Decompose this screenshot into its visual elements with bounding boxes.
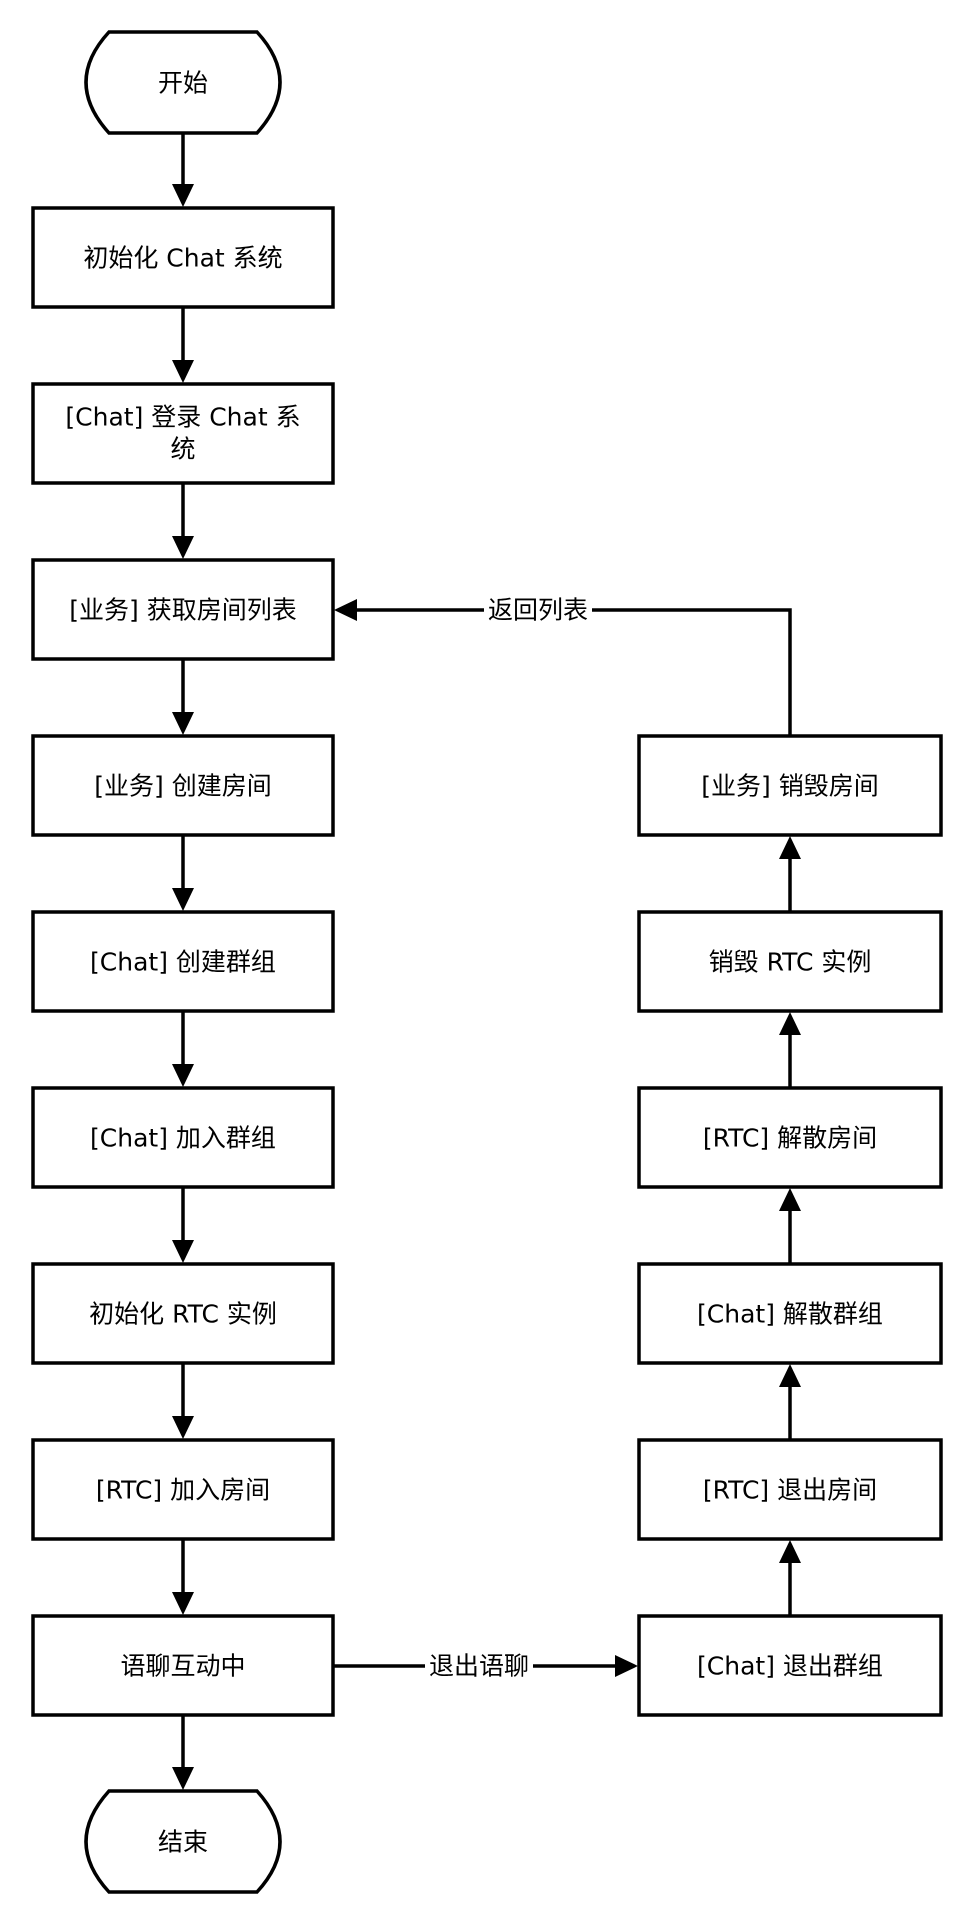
arrow-voice-chat-to-leave-group: 退出语聊 bbox=[333, 1650, 638, 1682]
voice-chat-box: 语聊互动中 bbox=[31, 1614, 335, 1717]
create-group-box-shape bbox=[31, 910, 335, 1013]
create-room-box-shape bbox=[31, 734, 335, 837]
create-room-label: [业务] 创建房间 bbox=[94, 772, 271, 801]
destroy-room-box: [业务] 销毁房间 bbox=[637, 734, 943, 837]
return-list-label: 返回列表 bbox=[488, 596, 588, 625]
create-group-box: [Chat] 创建群组 bbox=[31, 910, 335, 1013]
arrow-destroy-rtc-to-destroy-room bbox=[779, 836, 801, 912]
dismiss-room-label: [RTC] 解散房间 bbox=[703, 1124, 877, 1153]
init-chat-label: 初始化 Chat 系统 bbox=[83, 244, 282, 273]
login-chat-box-shape bbox=[31, 382, 335, 485]
join-group-box: [Chat] 加入群组 bbox=[31, 1086, 335, 1189]
init-rtc-box: 初始化 RTC 实例 bbox=[31, 1262, 335, 1365]
start-terminal: 开始 bbox=[84, 30, 282, 135]
join-group-box-shape bbox=[31, 1086, 335, 1189]
login-chat-box: [Chat] 登录 Chat 系 统 bbox=[31, 382, 335, 485]
leave-group-label: [Chat] 退出群组 bbox=[697, 1652, 883, 1681]
arrow-destroy-room-to-room-list: 返回列表 bbox=[334, 594, 792, 736]
arrow-dismiss-group-to-dismiss-room bbox=[779, 1188, 801, 1264]
destroy-rtc-box: 销毁 RTC 实例 bbox=[637, 910, 943, 1013]
exit-voice-chat-label-bg bbox=[425, 1650, 533, 1682]
arrow-dismiss-room-to-destroy-rtc bbox=[779, 1012, 801, 1088]
dismiss-group-label: [Chat] 解散群组 bbox=[697, 1300, 883, 1329]
leave-room-box: [RTC] 退出房间 bbox=[637, 1438, 943, 1541]
leave-room-label: [RTC] 退出房间 bbox=[703, 1476, 877, 1505]
start-terminal-shape bbox=[84, 30, 282, 135]
leave-group-box: [Chat] 退出群组 bbox=[637, 1614, 943, 1717]
login-chat-label-line2: 统 bbox=[170, 435, 195, 464]
arrow-login-to-room-list bbox=[172, 483, 194, 559]
create-room-box: [业务] 创建房间 bbox=[31, 734, 335, 837]
join-room-label: [RTC] 加入房间 bbox=[96, 1476, 270, 1505]
join-group-label: [Chat] 加入群组 bbox=[90, 1124, 276, 1153]
return-list-label-bg bbox=[484, 594, 592, 626]
init-chat-box: 初始化 Chat 系统 bbox=[31, 206, 335, 309]
init-rtc-box-shape bbox=[31, 1262, 335, 1365]
leave-group-box-shape bbox=[637, 1614, 943, 1717]
arrow-start-to-init-chat bbox=[172, 133, 194, 207]
get-room-list-label: [业务] 获取房间列表 bbox=[69, 596, 296, 625]
arrow-create-room-to-create-group bbox=[172, 835, 194, 911]
arrow-leave-group-to-leave-room bbox=[779, 1540, 801, 1616]
arrow-create-group-to-join-group bbox=[172, 1011, 194, 1087]
destroy-rtc-label: 销毁 RTC 实例 bbox=[709, 948, 872, 977]
init-chat-box-shape bbox=[31, 206, 335, 309]
get-room-list-box: [业务] 获取房间列表 bbox=[31, 558, 335, 661]
arrow-room-list-to-create-room bbox=[172, 659, 194, 735]
create-group-label: [Chat] 创建群组 bbox=[90, 948, 276, 977]
end-label: 结束 bbox=[158, 1828, 208, 1857]
destroy-room-box-shape bbox=[637, 734, 943, 837]
init-rtc-label: 初始化 RTC 实例 bbox=[89, 1300, 277, 1329]
destroy-room-label: [业务] 销毁房间 bbox=[701, 772, 878, 801]
dismiss-group-box-shape bbox=[637, 1262, 943, 1365]
arrow-join-room-to-voice-chat bbox=[172, 1539, 194, 1615]
join-room-box: [RTC] 加入房间 bbox=[31, 1438, 335, 1541]
arrow-leave-room-to-dismiss-group bbox=[779, 1364, 801, 1440]
destroy-rtc-box-shape bbox=[637, 910, 943, 1013]
voice-chat-label: 语聊互动中 bbox=[120, 1652, 245, 1681]
dismiss-group-box: [Chat] 解散群组 bbox=[637, 1262, 943, 1365]
arrow-init-chat-to-login bbox=[172, 307, 194, 383]
arrow-join-group-to-init-rtc bbox=[172, 1187, 194, 1263]
login-chat-label-line1: [Chat] 登录 Chat 系 bbox=[65, 403, 300, 432]
arrow-init-rtc-to-join-room bbox=[172, 1363, 194, 1439]
dismiss-room-box-shape bbox=[637, 1086, 943, 1189]
exit-voice-chat-label: 退出语聊 bbox=[429, 1652, 529, 1681]
leave-room-box-shape bbox=[637, 1438, 943, 1541]
dismiss-room-box: [RTC] 解散房间 bbox=[637, 1086, 943, 1189]
arrow-voice-chat-to-end bbox=[172, 1715, 194, 1790]
start-label: 开始 bbox=[158, 69, 208, 98]
join-room-box-shape bbox=[31, 1438, 335, 1541]
end-terminal-shape bbox=[84, 1789, 282, 1894]
end-terminal: 结束 bbox=[84, 1789, 282, 1894]
